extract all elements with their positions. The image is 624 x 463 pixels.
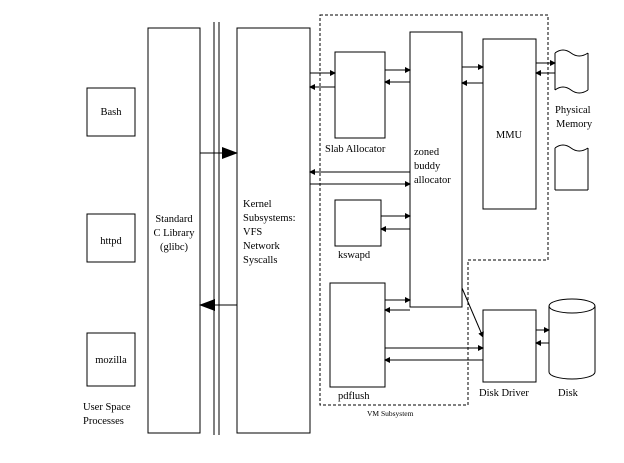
vm-subsystem-boundary bbox=[319, 14, 549, 406]
kernel-line5: Syscalls bbox=[243, 255, 277, 266]
physical-memory-line2: Memory bbox=[556, 119, 593, 130]
kernel-line1: Kernel bbox=[243, 199, 272, 210]
buddy-line2: buddy bbox=[414, 161, 441, 172]
mmu-box: MMU bbox=[482, 38, 537, 210]
user-space-label-line1: User Space bbox=[83, 402, 131, 413]
slab-allocator-box bbox=[334, 51, 386, 139]
kernel-line4: Network bbox=[243, 241, 280, 252]
vm-subsystem-label: VM Subsystem bbox=[367, 409, 414, 418]
kernel-line3: VFS bbox=[243, 227, 262, 238]
mmu-label: MMU bbox=[496, 130, 523, 141]
kernel-line2: Subsystems: bbox=[243, 213, 296, 224]
pdflush-box bbox=[329, 282, 386, 388]
c-library-line1: Standard bbox=[155, 214, 193, 225]
c-library-line2: C Library bbox=[153, 228, 195, 239]
disk-driver-box bbox=[482, 309, 537, 383]
user-space-label-line2: Processes bbox=[83, 416, 124, 427]
kswapd-box bbox=[334, 199, 382, 247]
buddy-line3: allocator bbox=[414, 175, 451, 186]
process-httpd-label: httpd bbox=[100, 236, 122, 247]
process-mozilla: mozilla bbox=[86, 332, 136, 387]
disk-icon bbox=[548, 298, 596, 380]
disk-driver-label: Disk Driver bbox=[479, 388, 529, 399]
kernel-subsystems-box: Kernel Subsystems: VFS Network Syscalls bbox=[236, 27, 311, 434]
process-bash: Bash bbox=[86, 87, 136, 137]
disk-label: Disk bbox=[558, 388, 579, 399]
process-mozilla-label: mozilla bbox=[95, 355, 127, 366]
buddy-allocator-box: zoned buddy allocator bbox=[409, 31, 463, 308]
physical-memory-line1: Physical bbox=[555, 105, 591, 116]
pdflush-label: pdflush bbox=[338, 391, 370, 402]
c-library-box: Standard C Library (glibc) bbox=[147, 27, 201, 434]
buddy-line1: zoned bbox=[414, 147, 440, 158]
buddy-to-diskdriver-arrow bbox=[461, 287, 484, 338]
c-library-line3: (glibc) bbox=[160, 242, 188, 253]
process-httpd: httpd bbox=[86, 213, 136, 263]
kswapd-label: kswapd bbox=[338, 250, 371, 261]
slab-allocator-label: Slab Allocator bbox=[325, 144, 386, 155]
physical-memory-shape bbox=[554, 49, 589, 191]
process-bash-label: Bash bbox=[101, 107, 123, 118]
